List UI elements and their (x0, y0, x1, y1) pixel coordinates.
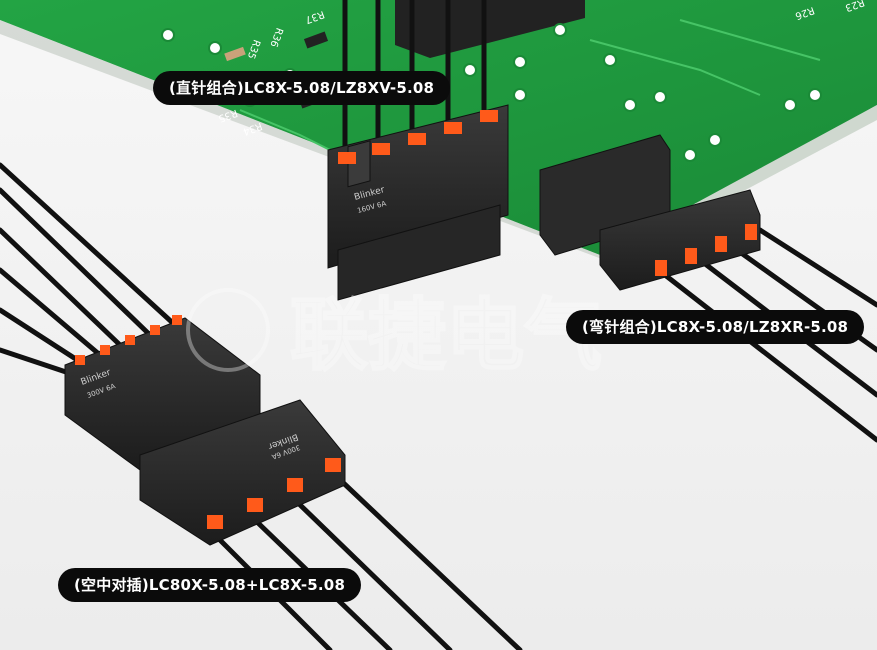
latch-tabs (75, 315, 182, 365)
wires (0, 162, 877, 650)
docking-connector-lower: Blinker 300V 6A (139, 399, 346, 546)
watermark-logo-icon (186, 288, 270, 372)
ic-chip (395, 0, 585, 58)
watermark-text: 联捷电气 (290, 291, 602, 381)
latch-tabs (338, 110, 498, 164)
latch-tabs (207, 458, 341, 529)
smd-capacitor (303, 31, 329, 49)
bent-pin-connector (539, 134, 761, 291)
watermark: 联捷电气 (186, 288, 603, 382)
smd-resistor (224, 46, 246, 62)
latch-tabs (655, 224, 757, 276)
label-bent-pin-combo: (弯针组合)LC8X-5.08/LZ8XR-5.08 (566, 310, 865, 344)
label-straight-pin-combo: (直针组合)LC8X-5.08/LZ8XV-5.08 (153, 71, 451, 105)
straight-pin-connector: Blinker 160V 6A (327, 104, 509, 301)
label-docking-combo: (空中对插)LC80X-5.08+LC8X-5.08 (58, 568, 362, 602)
